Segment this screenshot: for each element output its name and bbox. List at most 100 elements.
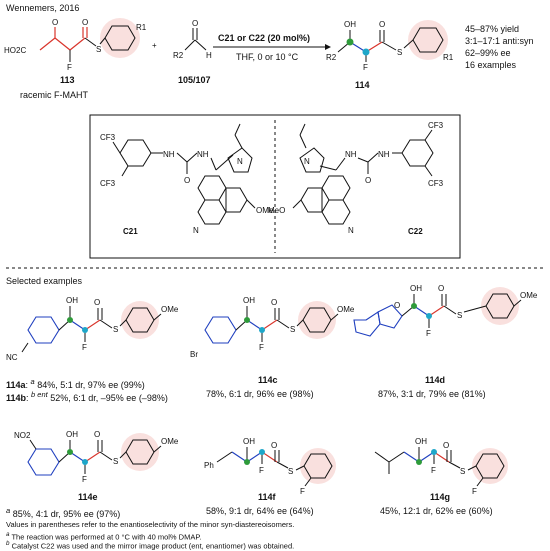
footnote-values: Values in parentheses refer to the enant…: [6, 520, 295, 529]
atom-o: O: [52, 18, 58, 27]
atom-ome: OMe: [161, 305, 179, 314]
example-label: 114a: [6, 380, 26, 390]
atom-o: O: [184, 176, 190, 185]
footnote-text: The reaction was performed at 0 °C with …: [11, 532, 202, 542]
atom-ome: OMe: [161, 437, 179, 446]
example-114f-structure: [216, 447, 336, 487]
reactant-113-structure: [39, 18, 140, 62]
footnote-a: a The reaction was performed at 0 °C wit…: [6, 530, 201, 542]
catalyst-c22-label: C22: [408, 227, 423, 236]
example-114a-structure: [21, 301, 162, 353]
atom-s: S: [113, 457, 118, 466]
example-result: 58%, 9:1 dr, 64% ee (64%): [206, 506, 314, 516]
example-label: 114e: [78, 492, 98, 502]
footnote-b: b Catalyst C22 was used and the mirror i…: [6, 539, 294, 551]
atom-s: S: [96, 45, 101, 54]
atom-oh: OH: [66, 430, 78, 439]
arrow-head: [325, 44, 331, 50]
result-examples: 16 examples: [465, 60, 517, 70]
atom-nh: NH: [197, 150, 209, 159]
atom-f: F: [472, 487, 477, 496]
example-114g-structure: [374, 447, 508, 487]
atom-meo: MeO: [268, 206, 285, 215]
example-114d-structure: [353, 287, 522, 337]
atom-oh: OH: [415, 437, 427, 446]
atom-f: F: [82, 475, 87, 484]
atom-f: F: [363, 63, 368, 72]
atom-f: F: [431, 466, 436, 475]
result-yield: 45–87% yield: [465, 24, 520, 34]
atom-cf3: CF3: [100, 179, 116, 188]
atom-ph: Ph: [204, 461, 214, 470]
example-result: 87%, 3:1 dr, 79% ee (81%): [378, 389, 486, 399]
example-result: 45%, 12:1 dr, 62% ee (60%): [380, 506, 493, 516]
product-label: 114: [355, 80, 370, 90]
example-result: 85%, 4:1 dr, 95% ee (97%): [12, 509, 121, 519]
atom-nc: NC: [6, 353, 18, 362]
example-114b-line: 114b: b ent 52%, 6:1 dr, –95% ee (–98%): [6, 390, 168, 403]
atom-o: O: [271, 298, 277, 307]
atom-o: O: [271, 441, 277, 450]
product-114-structure: [337, 20, 448, 62]
atom-o: O: [443, 441, 449, 450]
example-label: 114d: [425, 375, 446, 385]
atom-o: O: [94, 298, 100, 307]
atom-n: N: [237, 157, 243, 166]
atom-o: O: [82, 18, 88, 27]
atom-f: F: [259, 466, 264, 475]
atom-cf3: CF3: [428, 179, 444, 188]
atom-r2: R2: [173, 51, 184, 60]
atom-nh: NH: [378, 150, 390, 159]
atom-ome: OMe: [337, 305, 355, 314]
atom-oh: OH: [410, 284, 422, 293]
atom-n: N: [304, 157, 310, 166]
footnote-mark: a: [6, 506, 11, 515]
reactant-label: 113: [60, 75, 75, 85]
atom-oh: OH: [344, 20, 356, 29]
footnote-mark: b ent: [31, 390, 48, 399]
atom-s: S: [113, 325, 118, 334]
footnote-mark: b: [6, 540, 10, 547]
atom-o: O: [192, 19, 198, 28]
atom-f: F: [259, 343, 264, 352]
conditions: THF, 0 or 10 °C: [236, 52, 299, 62]
atom-cf3: CF3: [100, 133, 116, 142]
atom-oh: OH: [243, 296, 255, 305]
atom-s: S: [460, 467, 465, 476]
atom-oh: OH: [243, 437, 255, 446]
atom-o: O: [365, 176, 371, 185]
example-result: 78%, 6:1 dr, 96% ee (98%): [206, 389, 314, 399]
example-result: 84%, 5:1 dr, 97% ee (99%): [37, 380, 145, 390]
catalyst-c22-structure: [292, 123, 434, 225]
atom-cf3: CF3: [428, 121, 444, 130]
atom-s: S: [288, 467, 293, 476]
result-dr: 3:1–17:1 anti:syn: [465, 36, 534, 46]
atom-no2: NO2: [14, 431, 31, 440]
section-title: Selected examples: [6, 276, 83, 286]
reactant-caption: racemic F-MAHT: [20, 90, 88, 100]
atom-r2: R2: [326, 53, 337, 62]
example-114a-line: 114a: a 84%, 5:1 dr, 97% ee (99%): [6, 377, 145, 390]
atom-n: N: [193, 226, 199, 235]
example-114e-result: a 85%, 4:1 dr, 95% ee (97%): [6, 506, 120, 520]
atom-f: F: [82, 343, 87, 352]
example-114c-structure: [204, 301, 339, 344]
atom-s: S: [290, 325, 295, 334]
result-ee: 62–99% ee: [465, 48, 511, 58]
atom-r1: R1: [443, 53, 454, 62]
example-result: 52%, 6:1 dr, –95% ee (–98%): [50, 393, 168, 403]
catalyst-box: [89, 114, 461, 259]
atom-nh: NH: [163, 150, 175, 159]
atom-o: O: [438, 284, 444, 293]
example-114e-structure: [27, 433, 162, 476]
atom-o: O: [94, 430, 100, 439]
atom-nh: NH: [345, 150, 357, 159]
page-title: Wennemers, 2016: [6, 3, 80, 13]
aldehyde-structure: [184, 28, 207, 51]
atom-o: O: [379, 20, 385, 29]
atom-h: H: [206, 51, 212, 60]
atom-r1: R1: [136, 23, 147, 32]
example-label: 114g: [430, 492, 451, 502]
atom-s: S: [457, 311, 462, 320]
